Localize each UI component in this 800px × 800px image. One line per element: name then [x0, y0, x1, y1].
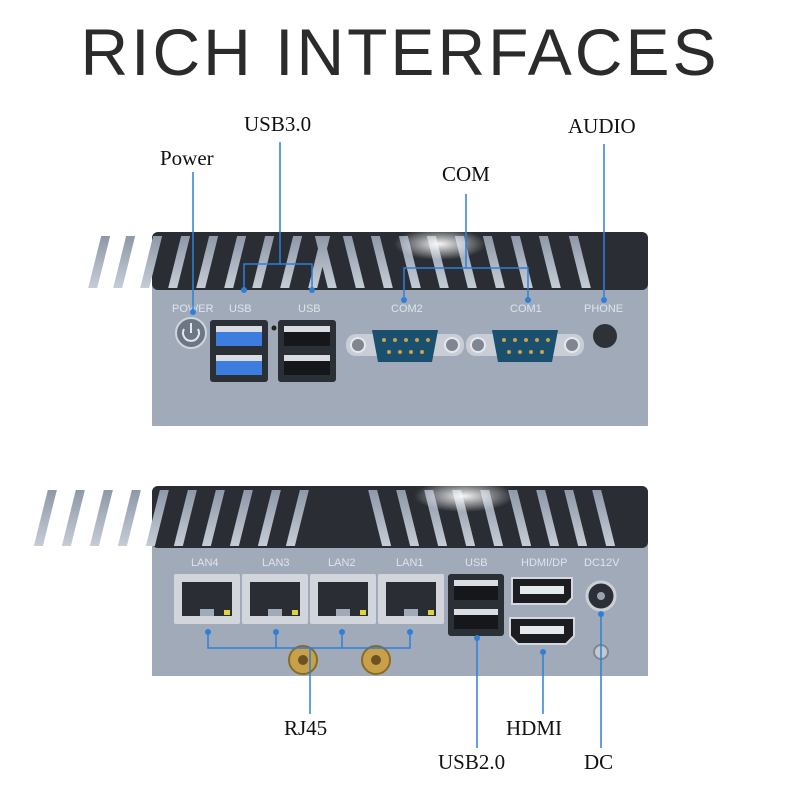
leader-usb3-right — [280, 263, 313, 290]
front-label-com2: COM2 — [391, 303, 423, 315]
lan1-port[interactable] — [378, 574, 444, 624]
leader-com1 — [466, 267, 529, 300]
callout-usb2: USB2.0 — [438, 750, 506, 774]
leader-dots — [190, 287, 607, 655]
back-label-hdmi-dp: HDMI/DP — [521, 557, 567, 569]
back-fins — [33, 490, 616, 546]
lan2-port[interactable] — [310, 574, 376, 624]
front-label-com1: COM1 — [510, 303, 542, 315]
back-label-lan3: LAN3 — [262, 557, 290, 569]
front-label-usb-left: USB — [229, 303, 252, 315]
power-icon — [182, 323, 200, 342]
audio-jack[interactable] — [593, 324, 617, 348]
callout-power: Power — [160, 146, 214, 170]
callout-com: COM — [442, 162, 490, 186]
front-label-usb-right: USB — [298, 303, 321, 315]
callout-dc: DC — [584, 750, 614, 774]
lan4-port[interactable] — [174, 574, 240, 624]
hdmi-port[interactable] — [509, 617, 575, 645]
status-led — [271, 325, 277, 331]
usb3-port-stack[interactable] — [210, 320, 268, 382]
callout-hdmi: HDMI — [506, 716, 562, 740]
back-label-usb: USB — [465, 557, 488, 569]
displayport-port[interactable] — [511, 577, 573, 605]
usb2-port-stack[interactable] — [448, 574, 504, 636]
back-label-lan4: LAN4 — [191, 557, 219, 569]
antenna-connector-right[interactable] — [361, 645, 391, 675]
com2-port[interactable] — [346, 330, 464, 362]
callout-audio: AUDIO — [568, 114, 636, 138]
page-title: RICH INTERFACES — [80, 15, 720, 89]
lan3-port[interactable] — [242, 574, 308, 624]
antenna-connector-left[interactable] — [288, 645, 318, 675]
leader-rj45-bus — [207, 632, 411, 649]
com1-port[interactable] — [466, 330, 584, 362]
power-button[interactable] — [175, 317, 207, 349]
leader-usb3-left — [243, 142, 281, 290]
back-label-lan2: LAN2 — [328, 557, 356, 569]
callout-usb3: USB3.0 — [244, 112, 312, 136]
dc-power-jack[interactable] — [585, 580, 617, 612]
back-label-lan1: LAN1 — [396, 557, 424, 569]
front-label-phone: PHONE — [584, 303, 623, 315]
front-unit: POWER USB USB COM2 COM1 PHONE — [88, 228, 648, 426]
callout-rj45: RJ45 — [284, 716, 328, 740]
leader-lines — [192, 142, 605, 748]
leader-com2 — [403, 194, 467, 300]
back-label-dc12v: DC12V — [584, 557, 620, 569]
back-unit: LAN4 LAN3 LAN2 LAN1 USB HDMI/DP DC12V — [33, 480, 648, 676]
usb-port-stack-front[interactable] — [278, 320, 336, 382]
